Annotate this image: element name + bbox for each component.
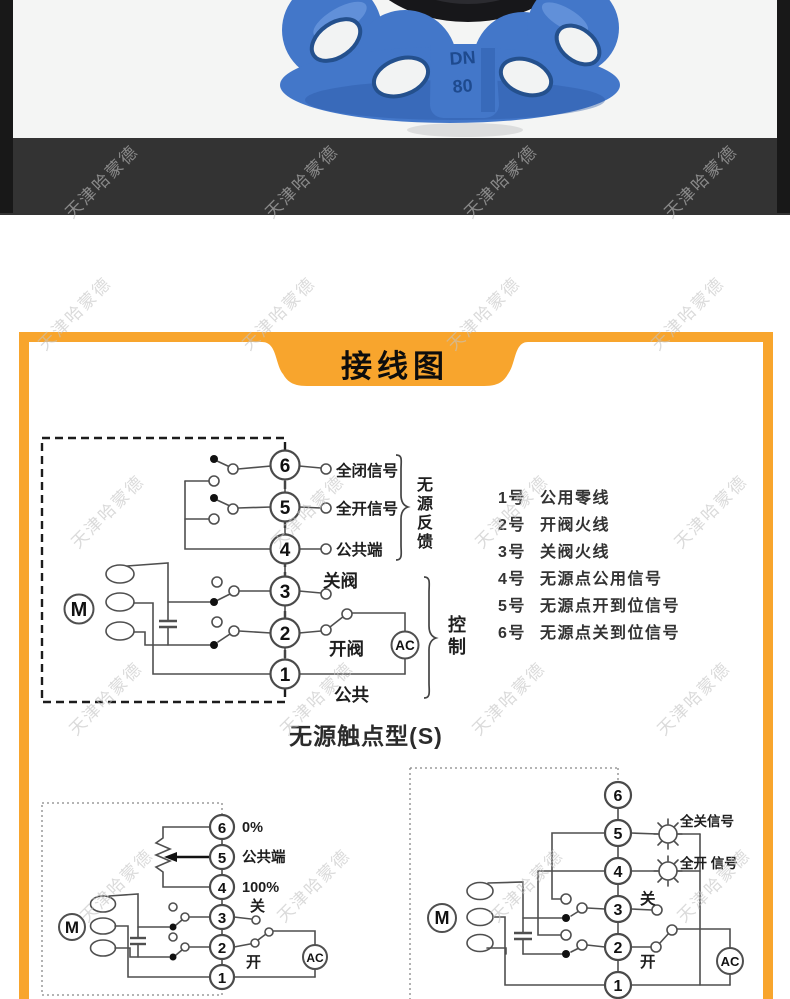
diagram-caption: 无源触点型(S): [289, 723, 443, 749]
motor-icon: M: [63, 593, 95, 625]
ac-label: AC: [306, 951, 324, 965]
legend-num: 6号: [498, 624, 526, 642]
feedback-brace: [395, 454, 411, 561]
legend-label: 开阀火线: [540, 516, 611, 534]
legend-label: 无源点关到位信号: [540, 624, 681, 642]
terminal-1: 1: [218, 970, 226, 987]
enclosure-box: [41, 802, 223, 996]
potentiometer-diagram: M AC 6 5 4 3 2 1 0% 公共端 100% 关 开: [41, 802, 328, 996]
label-common-terminal: 公共端: [242, 848, 286, 866]
label-open: 开: [640, 953, 656, 971]
legend-num: 3号: [498, 543, 526, 561]
legend-label: 无源点开到位信号: [540, 597, 681, 615]
legend-row-3: 3号关阀火线: [498, 536, 680, 563]
terminal-4: 4: [614, 864, 623, 881]
valve-stem: DN 80: [407, 44, 523, 137]
legend-row-6: 6号无源点关到位信号: [498, 617, 680, 644]
ac-source-icon: AC: [390, 630, 420, 660]
label-common: 公共: [334, 685, 369, 705]
label-full-close-signal: 全关信号: [679, 813, 734, 829]
terminal-3: 3: [614, 902, 623, 919]
terminal-6: 6: [218, 820, 226, 837]
legend-num: 1号: [498, 489, 526, 507]
legend-num: 4号: [498, 570, 526, 588]
feedback-group-label: 无源反馈: [414, 476, 431, 552]
label-open-valve: 开阀: [329, 639, 364, 659]
terminal-5: 5: [280, 498, 291, 519]
flange-hole: [554, 23, 602, 67]
left-edge-bar: [0, 0, 13, 213]
label-full-close-signal: 全闭信号: [335, 461, 398, 480]
legend-label: 关阀火线: [540, 543, 611, 561]
bottom-diagrams: M AC 6 5 4 3 2 1 0% 公共端 100% 关 开: [41, 767, 744, 999]
label-close-valve: 关阀: [323, 571, 358, 591]
terminal-6: 6: [280, 456, 291, 477]
capacitor: [159, 619, 177, 629]
terminal-legend: 1号公用零线 2号开阀火线 3号关阀火线 4号无源点公用信号 5号无源点开到位信…: [498, 482, 680, 644]
label-0-percent: 0%: [242, 820, 263, 836]
control-brace: [423, 576, 439, 699]
product-photo-section: DN 80: [13, 0, 777, 138]
actuator-enclosure-box: [40, 436, 287, 704]
right-edge-bar: [777, 0, 790, 213]
legend-row-5: 5号无源点开到位信号: [498, 590, 680, 617]
valve-marking-size: 80: [452, 75, 473, 96]
terminal-strip: 6 5 4 3 2 1: [269, 449, 301, 690]
legend-row-2: 2号开阀火线: [498, 509, 680, 536]
terminal-1: 1: [614, 978, 623, 995]
motor-label: M: [65, 918, 79, 937]
terminal-3: 3: [218, 910, 226, 927]
valve-photo: DN 80: [280, 0, 620, 137]
valve-marking-dn: DN: [449, 47, 476, 69]
flange-hole: [309, 17, 363, 63]
label-close: 关: [640, 889, 656, 908]
terminal-4: 4: [218, 880, 227, 897]
wiring-diagram-box: 接线图: [19, 332, 773, 999]
label-close: 关: [250, 897, 265, 915]
ac-label: AC: [721, 954, 740, 969]
flange-holes: [309, 17, 602, 99]
legend-row-1: 1号公用零线: [498, 482, 680, 509]
main-wiring-diagram: M AC 6 5 4 3 2 1 全闭信号 全开信号 公共端 关阀 开阀 公共: [40, 436, 439, 705]
motor-winding: [105, 564, 135, 641]
ac-label: AC: [395, 638, 415, 653]
wires: [108, 826, 316, 978]
legend-num: 5号: [498, 597, 526, 615]
terminal-4: 4: [280, 540, 291, 561]
label-common-terminal: 公共端: [336, 540, 383, 559]
flange-hole: [498, 56, 554, 98]
label-open: 开: [246, 954, 261, 971]
legend-label: 无源点公用信号: [540, 570, 663, 588]
lamp-open-icon: [653, 855, 683, 887]
terminal-6: 6: [614, 788, 623, 805]
switch-contacts: [208, 455, 353, 649]
label-full-open-signal: 全开信号: [335, 499, 398, 518]
legend-row-4: 4号无源点公用信号: [498, 563, 680, 590]
dark-divider-band: [0, 138, 790, 215]
terminal-1: 1: [280, 665, 291, 686]
label-100-percent: 100%: [242, 880, 279, 896]
section-title: 接线图: [341, 349, 449, 384]
legend-label: 公用零线: [540, 489, 611, 507]
lamp-close-icon: [653, 818, 683, 850]
wiper-arrow-head: [164, 852, 177, 862]
label-full-open-signal: 全开 信号: [679, 855, 738, 871]
terminal-5: 5: [218, 850, 226, 867]
control-group-label: 控制: [446, 615, 466, 659]
lamp-diagram: M AC 6 5 4 3 2 1 全关信号 全开 信号 关 开: [409, 767, 744, 999]
terminal-2: 2: [218, 940, 226, 957]
tab-banner: [29, 332, 763, 386]
flange-hole: [371, 55, 431, 99]
motor-label: M: [71, 599, 88, 621]
terminal-2: 2: [280, 624, 291, 645]
legend-num: 2号: [498, 516, 526, 534]
terminal-3: 3: [280, 582, 291, 603]
terminal-5: 5: [614, 826, 623, 843]
terminal-2: 2: [614, 940, 623, 957]
motor-label: M: [435, 908, 450, 928]
